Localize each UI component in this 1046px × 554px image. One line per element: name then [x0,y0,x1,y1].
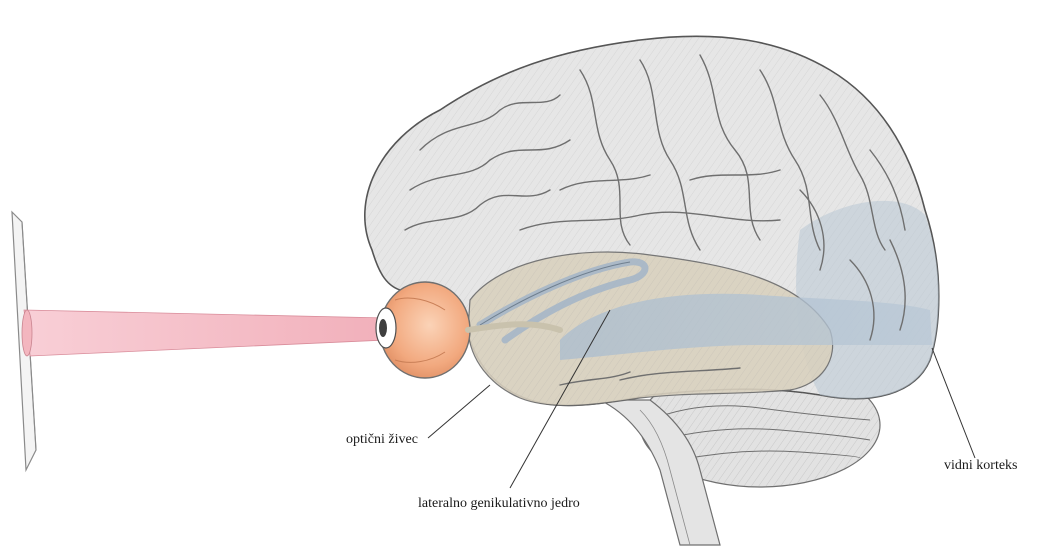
leader-line-optic-nerve [428,385,490,438]
label-visual-cortex: vidni korteks [944,458,1018,474]
label-lateral-geniculate-nucleus: lateralno genikulativno jedro [418,496,580,512]
eye [376,282,470,378]
leader-line-visual-cortex [932,348,975,458]
light-beam [22,310,386,356]
label-optic-nerve: optični živec [346,432,418,448]
